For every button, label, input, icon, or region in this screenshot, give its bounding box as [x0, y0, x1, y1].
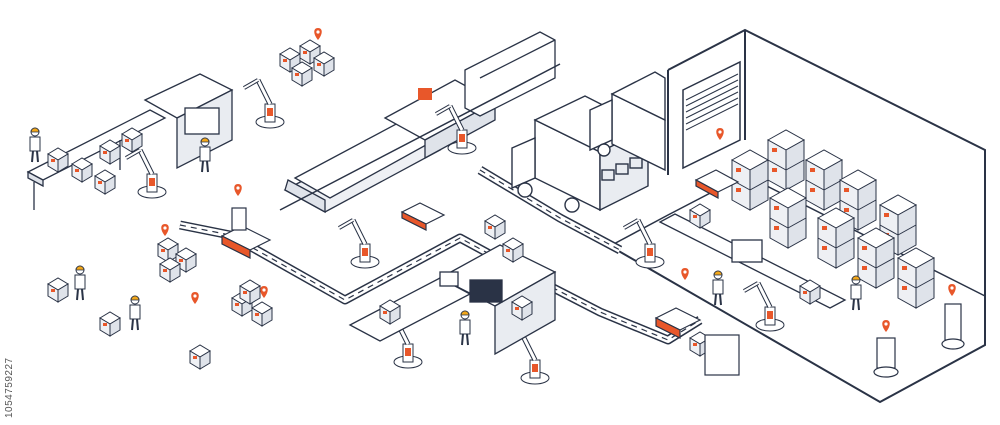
service-robot [704, 303, 965, 378]
worker-figure [712, 270, 724, 306]
robot-arm [126, 150, 166, 198]
delivery-truck-back [589, 71, 666, 172]
worker-figure [199, 137, 211, 173]
robot-arm [244, 80, 284, 128]
worker-figure [850, 275, 862, 311]
rolling-door [682, 60, 741, 170]
warehouse-conveyor [658, 213, 847, 309]
stock-image-id: 1054759227 [4, 357, 15, 418]
robot-arm [744, 283, 784, 331]
guided-vehicle [220, 169, 740, 339]
worker-figure [29, 127, 41, 163]
robot-arm [624, 220, 664, 268]
robot-arm [339, 220, 379, 268]
worker-figure [129, 295, 141, 331]
worker-figure [74, 265, 86, 301]
worker-figure [459, 310, 471, 346]
